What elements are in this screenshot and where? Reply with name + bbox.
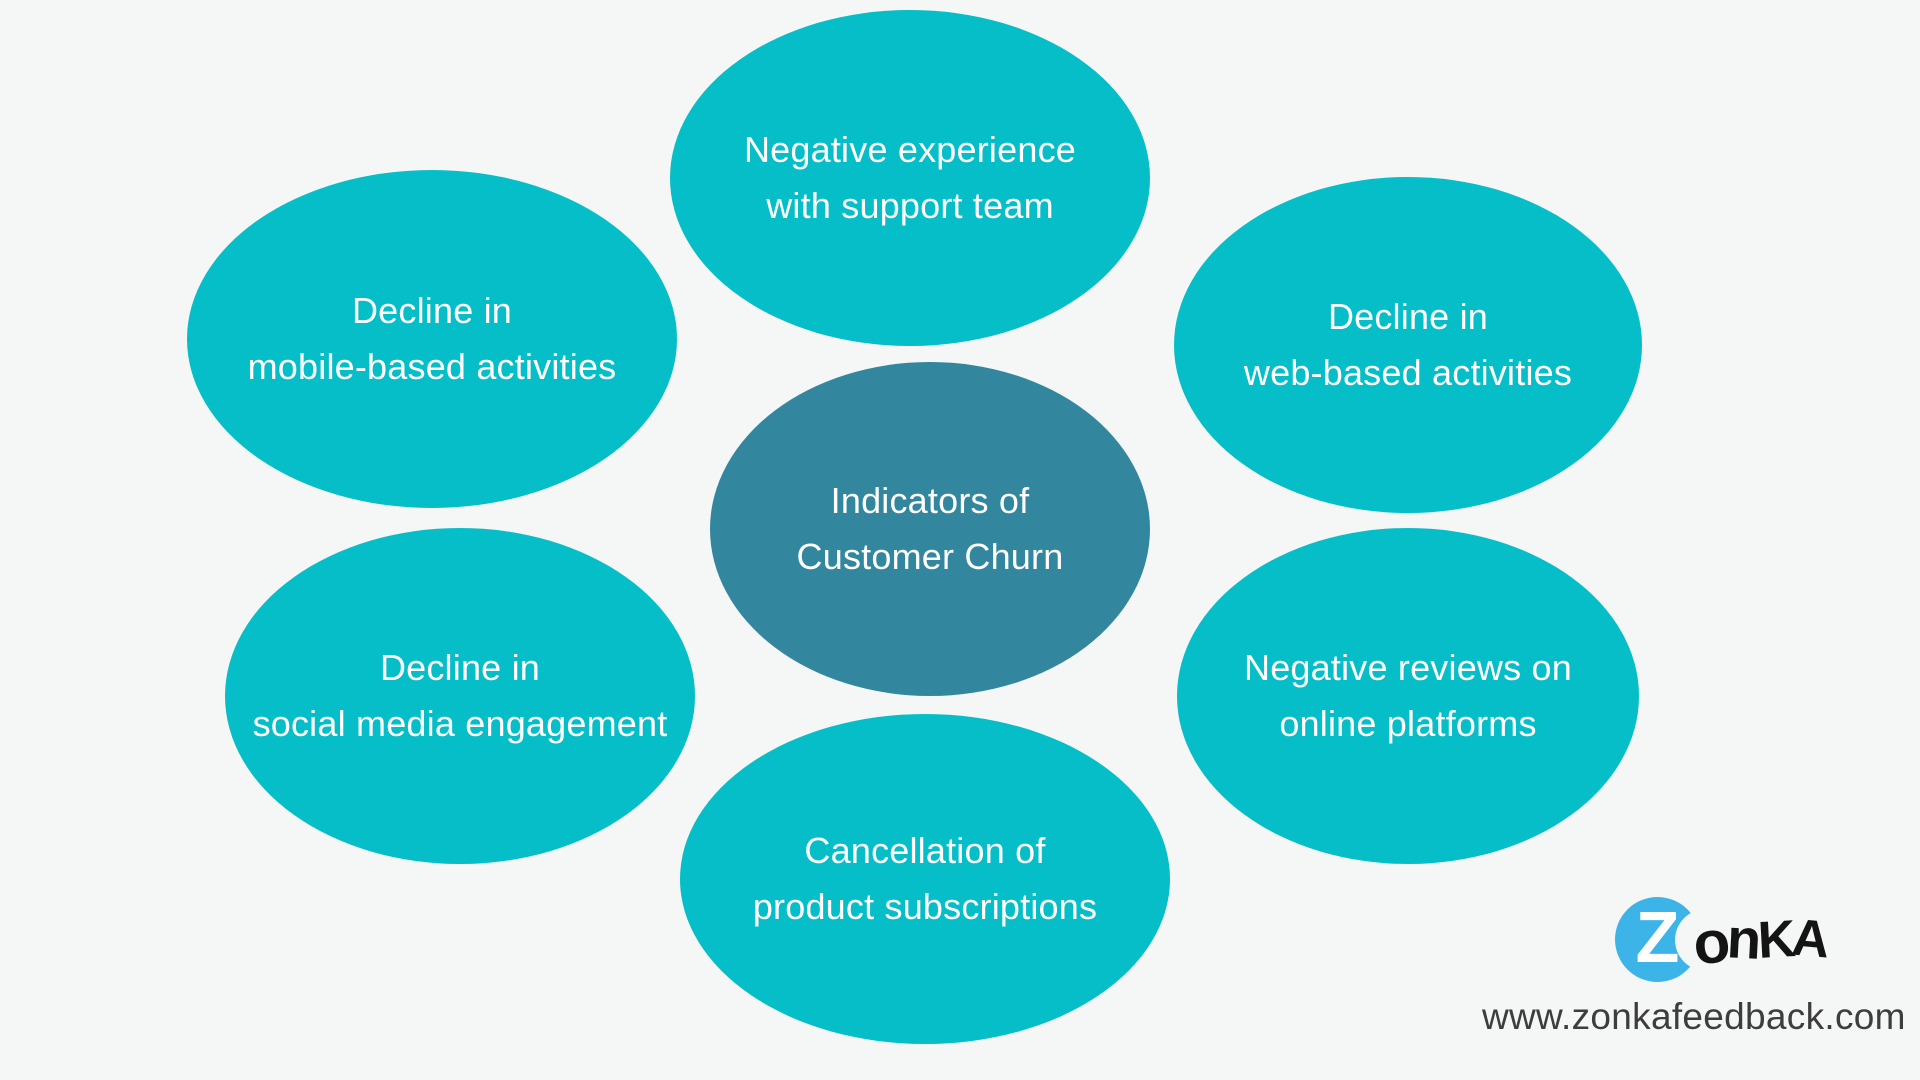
node-center-indicators-of-customer-churn: Indicators of Customer Churn	[710, 362, 1150, 696]
zonka-logo-wordmark: o n K A	[1689, 885, 1830, 995]
node-label: Negative experience with support team	[744, 122, 1076, 234]
node-label-line1: Cancellation of	[804, 830, 1046, 871]
node-label-line2: mobile-based activities	[247, 346, 617, 387]
node-label-line1: Negative reviews on	[1244, 647, 1572, 688]
node-label-line1: Decline in	[379, 647, 541, 688]
node-label: Indicators of Customer Churn	[797, 473, 1064, 585]
node-label-line2: social media engagement	[252, 703, 668, 744]
zonka-logo: Z o n K A	[1600, 885, 1840, 995]
node-decline-social-media-engagement: Decline in social media engagement	[225, 528, 695, 864]
zonka-logo-letter-o: o	[1689, 907, 1731, 978]
node-label-line2: web-based activities	[1243, 352, 1573, 393]
node-label-line1: Decline in	[351, 290, 513, 331]
zonka-logo-letter-a: A	[1790, 908, 1830, 970]
node-decline-web-activities: Decline in web-based activities	[1174, 177, 1642, 513]
node-label: Decline in web-based activities	[1244, 289, 1572, 401]
zonka-logo-halo-shape	[1675, 909, 1737, 971]
node-label-line2: online platforms	[1279, 703, 1537, 744]
node-label-line1: Negative experience	[743, 129, 1076, 170]
node-cancellation-product-subscriptions: Cancellation of product subscriptions	[680, 714, 1170, 1044]
node-label: Cancellation of product subscriptions	[753, 823, 1097, 935]
zonka-logo-z: Z	[1635, 897, 1680, 978]
node-label-line2: with support team	[766, 185, 1054, 226]
node-label: Decline in mobile-based activities	[248, 283, 617, 395]
node-negative-experience-support: Negative experience with support team	[670, 10, 1150, 346]
node-negative-reviews-online: Negative reviews on online platforms	[1177, 528, 1639, 864]
node-label: Decline in social media engagement	[253, 640, 668, 752]
node-label-line2: Customer Churn	[796, 536, 1064, 577]
zonka-logo-letter-k: K	[1756, 910, 1794, 970]
node-label-line1: Indicators of	[830, 480, 1030, 521]
node-decline-mobile-activities: Decline in mobile-based activities	[187, 170, 677, 508]
node-label: Negative reviews on online platforms	[1244, 640, 1572, 752]
website-url: www.zonkafeedback.com	[1482, 996, 1906, 1037]
node-label-line1: Decline in	[1327, 296, 1489, 337]
node-label-line2: product subscriptions	[752, 886, 1098, 927]
zonka-logo-letter-n: n	[1725, 906, 1760, 971]
